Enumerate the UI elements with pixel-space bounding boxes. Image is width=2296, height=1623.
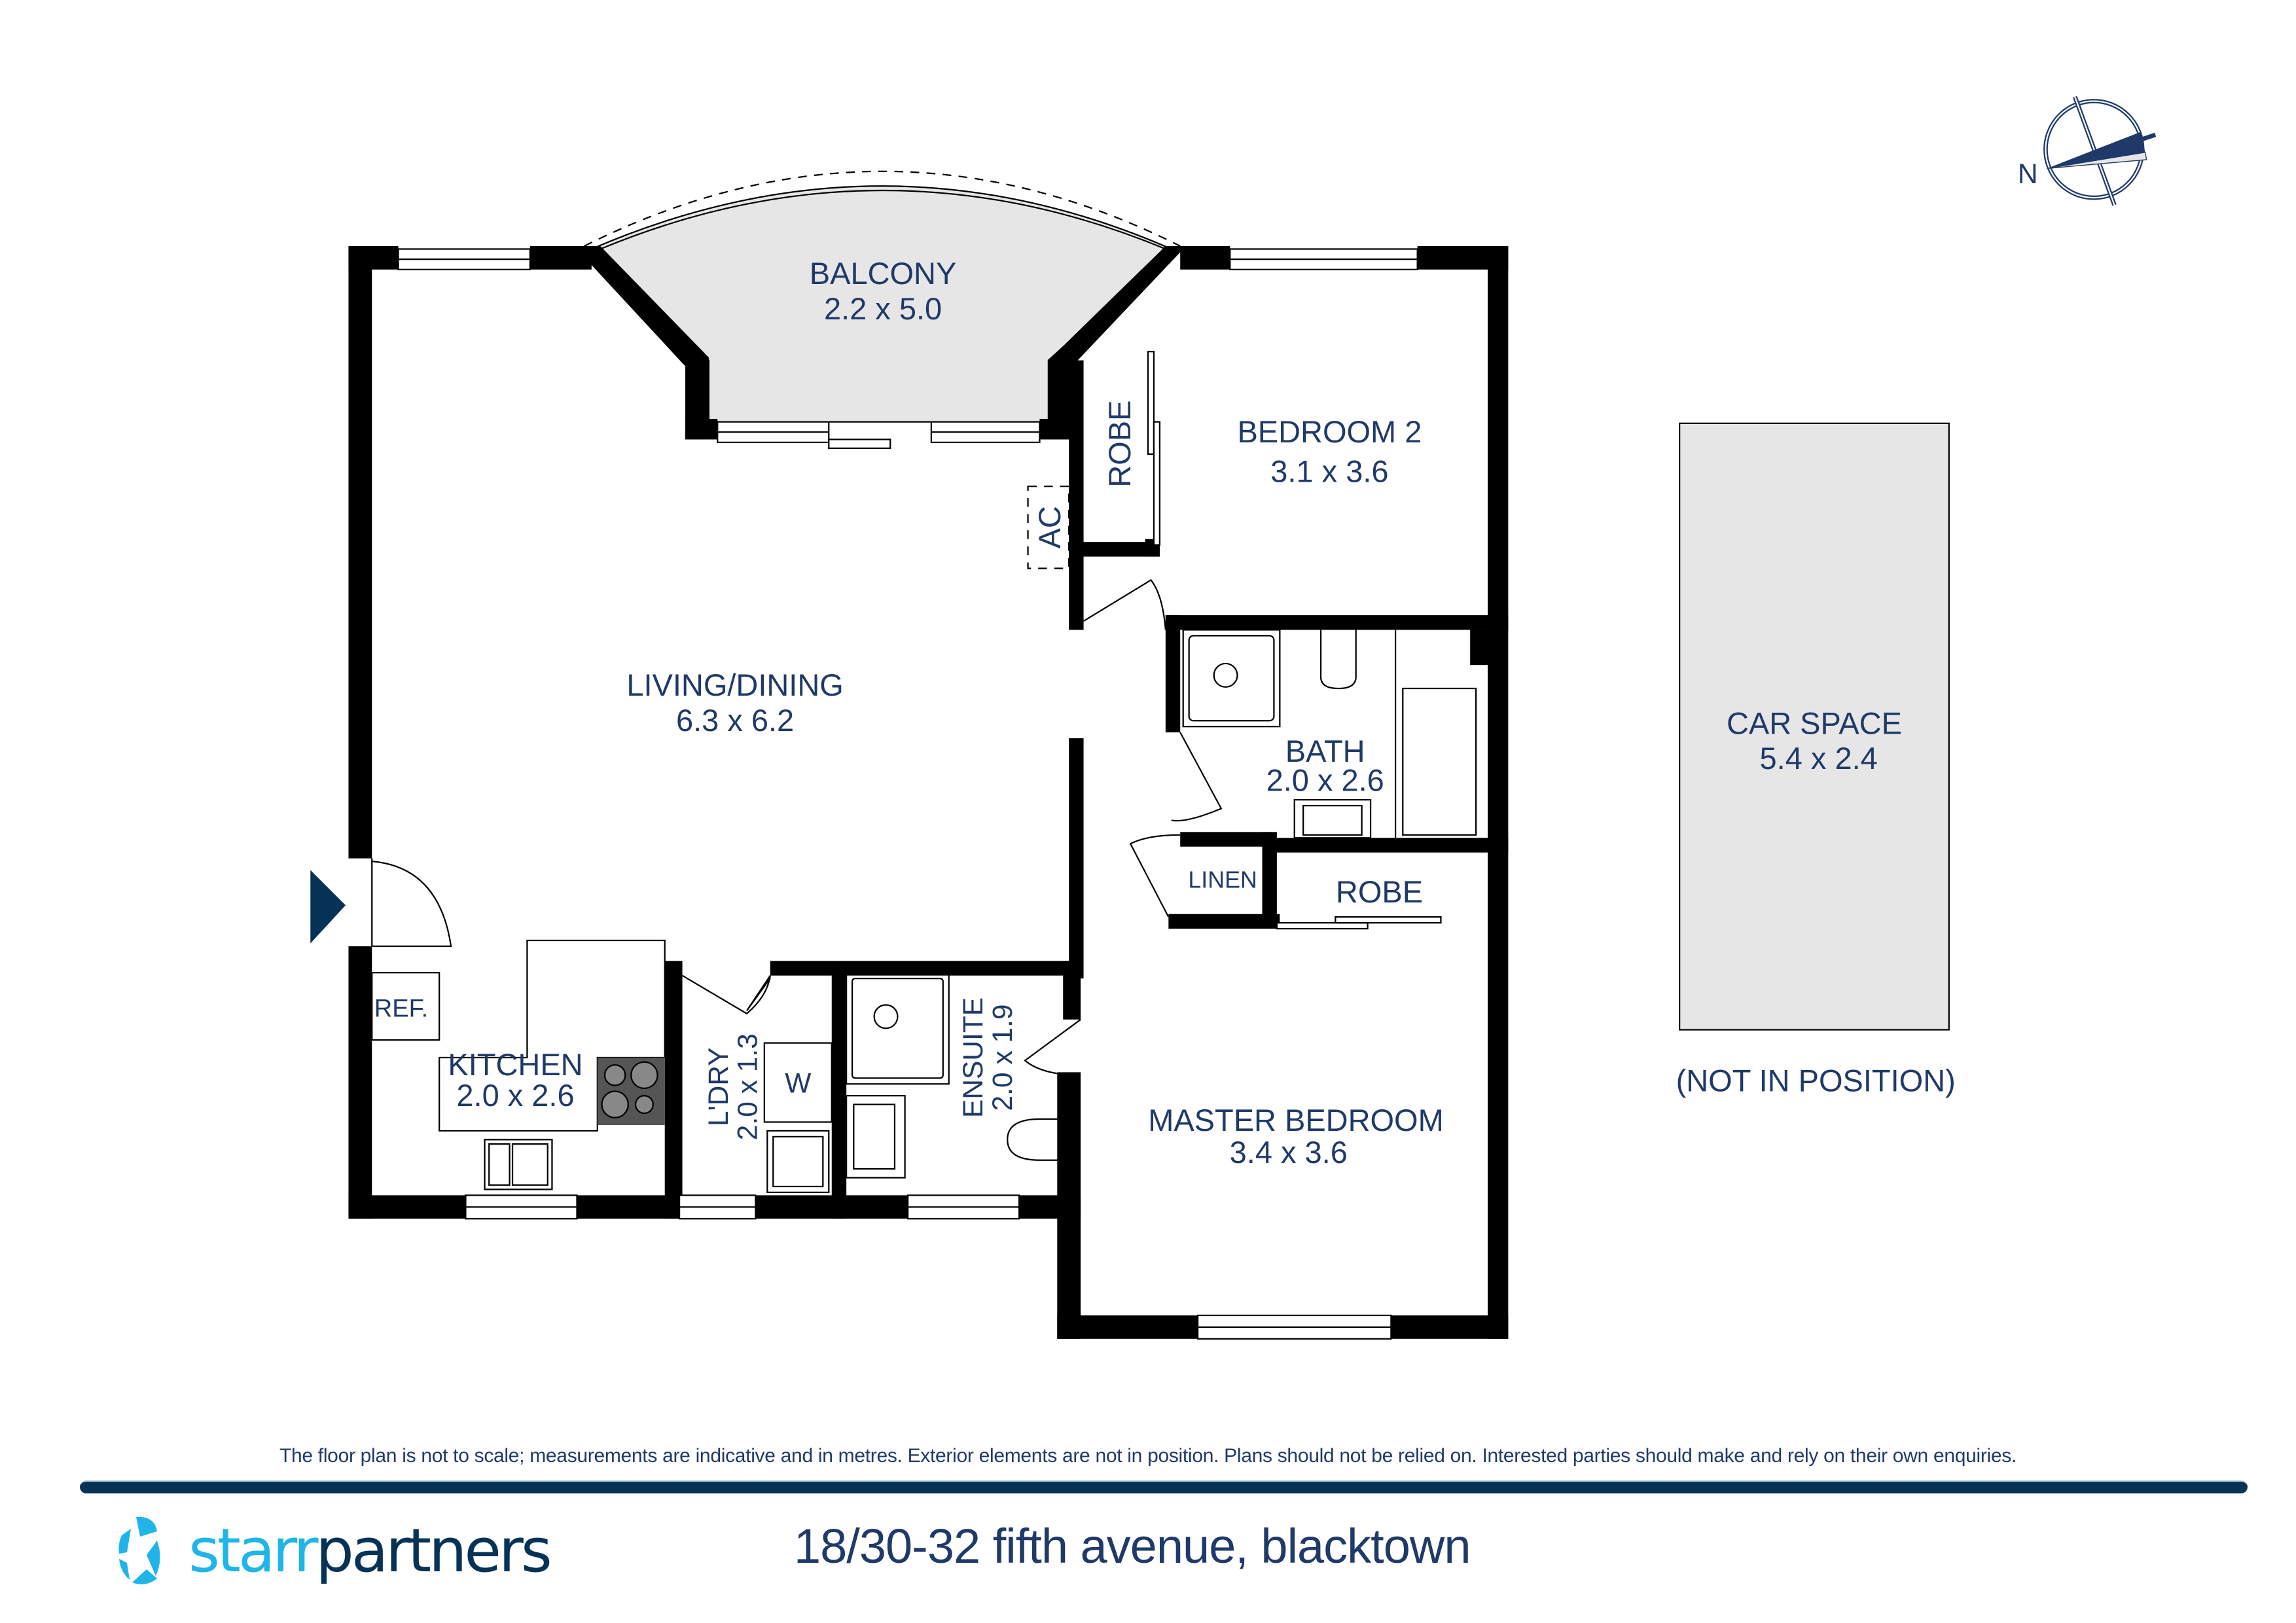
linen-label: LINEN [1188,866,1257,893]
windows [397,248,1418,1340]
balcony [584,170,1181,423]
kitchen-label: KITCHEN [448,1047,583,1082]
bedroom2-size: 3.1 x 3.6 [1270,454,1388,488]
laundry-size: 2.0 x 1.3 [733,1033,764,1140]
washer-label: W [785,1069,811,1099]
laundry-ensuite-fixtures [763,972,1069,1194]
bedroom2-label: BEDROOM 2 [1237,414,1422,449]
property-address: 18/30-32 fifth avenue, blacktown [794,1519,1471,1573]
bath-fixtures [1182,629,1477,839]
living-label: LIVING/DINING [626,668,843,702]
star-logo-icon [118,1516,160,1584]
disclaimer: The floor plan is not to scale; measurem… [279,1445,2017,1467]
master-label: MASTER BEDROOM [1148,1103,1444,1137]
brand-name-partners: partners [315,1516,552,1586]
ac-unit [1027,485,1070,569]
bath-size: 2.0 x 2.6 [1266,763,1384,798]
walls [348,246,1509,1339]
ensuite-size: 2.0 x 1.9 [988,1004,1018,1111]
balcony-label: BALCONY [810,256,957,291]
room-labels: BALCONY 2.2 x 5.0 LIVING/DINING 6.3 x 6.… [374,256,1956,1169]
car-space-size: 5.4 x 2.4 [1760,741,1878,776]
robe-master-label: ROBE [1336,874,1423,909]
doors [371,579,1223,1077]
ref-label: REF. [374,995,428,1022]
entry-arrow-icon [310,870,346,944]
kitchen-size: 2.0 x 2.6 [456,1078,574,1113]
compass-icon: N [2018,96,2157,206]
brand-name: starrpartners [188,1521,552,1581]
robe-sliders [1147,351,1442,930]
bath-label: BATH [1285,734,1365,768]
robe2-label: ROBE [1102,401,1137,488]
brand-name-starr: starr [188,1516,318,1586]
car-space-note: (NOT IN POSITION) [1676,1063,1956,1097]
laundry-label: L'DRY [704,1047,734,1126]
kitchen-fixtures [371,939,666,1190]
balcony-size: 2.2 x 5.0 [824,291,942,326]
brand-logo: starrpartners [117,1512,552,1590]
ensuite-label: ENSUITE [958,997,989,1118]
master-size: 3.4 x 3.6 [1230,1135,1348,1169]
footer-divider-bar [80,1480,2248,1493]
car-space-label: CAR SPACE [1727,705,1902,740]
living-size: 6.3 x 6.2 [676,703,794,738]
car-space [1679,422,1950,1031]
compass-north-label: N [2018,159,2038,190]
ac-label: AC [1032,506,1067,548]
